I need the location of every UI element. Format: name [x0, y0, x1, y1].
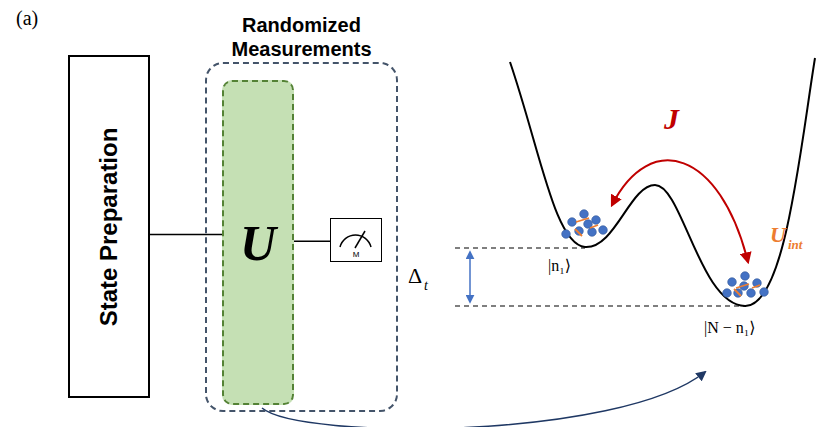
box-label: State Preparation: [95, 127, 123, 326]
signal-wire: [294, 241, 330, 243]
unitary-symbol: U: [240, 214, 276, 272]
state-preparation-box: State Preparation: [68, 55, 150, 398]
panel-label: (a): [16, 8, 38, 28]
link-arrow: [262, 372, 705, 427]
state-label: |N − n₁⟩: [704, 320, 756, 336]
potential-curve: [510, 58, 815, 306]
particles: [562, 210, 769, 298]
detuning-symbol: Δ: [408, 265, 422, 287]
signal-wire: [150, 234, 222, 236]
unitary-box: U: [222, 80, 294, 405]
meter-label: M: [353, 251, 360, 259]
tunnelling-arrow: [612, 160, 748, 262]
group-heading: Randomized Measurements: [207, 13, 397, 61]
interaction-symbol: U: [770, 224, 786, 246]
level-line: [455, 247, 585, 248]
interaction-subscript: int: [788, 238, 802, 251]
detuning-arrow: [469, 252, 471, 302]
state-label: |n₁⟩: [548, 258, 571, 274]
tunnelling-symbol: J: [664, 104, 679, 134]
measurement-meter: M: [330, 218, 382, 262]
level-line: [455, 305, 745, 306]
randomized-measurement-box: Randomized MeasurementsUM: [205, 62, 398, 412]
detuning-subscript: t: [424, 279, 428, 293]
